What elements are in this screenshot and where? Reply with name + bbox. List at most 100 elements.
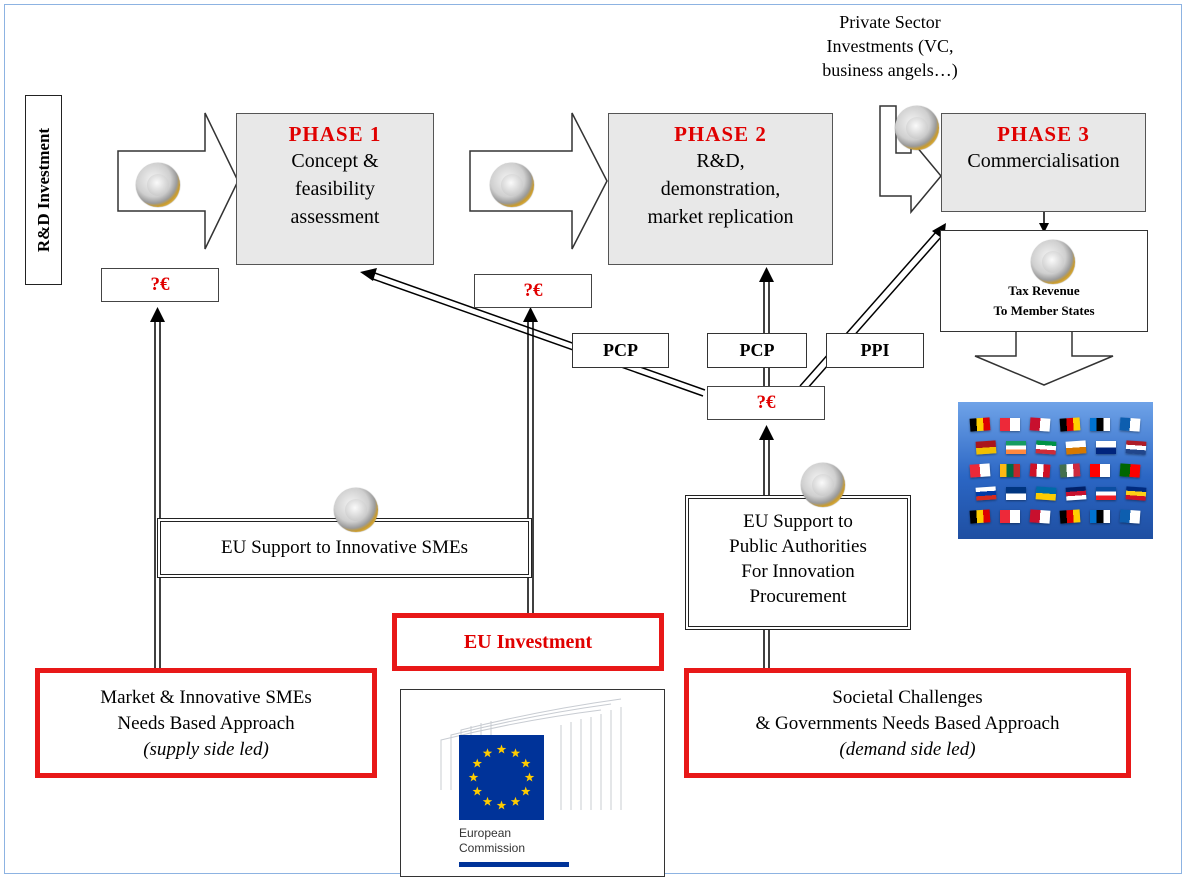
supply-side-box: Market & Innovative SMEs Needs Based App… [35,668,377,778]
phase1-line: Concept & [291,150,379,172]
flag-icon [1000,510,1020,523]
euro-coin-icon [334,488,378,532]
flag-icon [1000,464,1020,477]
eu-support-public-line: EU Support to [743,511,853,532]
phase2-title: PHASE 2 [674,122,767,146]
ec-logo-text: European Commission [459,826,525,856]
private-sector-line-1: Private Sector [839,12,941,32]
flag-icon [1059,509,1081,524]
rnd-investment-label: R&D Investment [25,95,62,285]
private-sector-line-2: Investments (VC, [826,36,954,56]
vertical-line-left [154,315,161,670]
funding-gap-text: ?€ [150,274,170,295]
pcp-label: PCP [603,340,638,360]
eu-star-icon [510,796,521,806]
eu-star-icon [510,748,521,758]
flag-icon [1029,509,1051,524]
supply-side-line: Market & Innovative SMEs [100,687,312,708]
euro-coin-icon [1031,240,1075,284]
flag-icon [1035,440,1057,455]
flag-icon [1090,418,1110,431]
flag-icon [1119,417,1141,432]
flag-icon [1096,441,1116,454]
ppi-tag: PPI [826,333,924,368]
phase1-line: feasibility [295,178,375,200]
ec-logo-line: Commission [459,841,526,855]
euro-coin-icon [490,163,534,207]
flag-icon [1065,440,1087,455]
eu-star-icon [521,758,531,768]
eu-star-icon [472,786,482,796]
eu-support-public-line: Public Authorities [729,536,867,557]
flag-icon [1006,487,1026,500]
flag-icon [1090,510,1110,523]
flag-icon [1006,441,1026,454]
eu-star-icon [482,748,493,758]
phase2-box: PHASE 2 R&D, demonstration, market repli… [608,113,833,265]
pcp-tag-2: PCP [707,333,807,368]
flag-icon [975,486,997,501]
phase1-line: assessment [290,206,380,228]
tax-revenue-line: To Member States [993,303,1095,318]
vertical-line-phase2 [763,275,770,386]
eu-support-public-line: Procurement [749,586,847,607]
eu-investment-box: EU Investment [392,613,664,671]
flag-icon [1059,463,1081,478]
diagonal-line-pcp [369,271,706,397]
eu-support-public-line: For Innovation [741,561,855,582]
flag-icon [1090,464,1110,477]
flag-icon [969,463,991,478]
eu-star-icon [496,800,507,810]
flag-icon [975,440,997,455]
phase1-title: PHASE 1 [288,122,382,146]
hollow-arrow-down [974,331,1114,386]
supply-side-note: (supply side led) [143,739,269,760]
eu-investment-text: EU Investment [463,631,593,653]
phase3-box: PHASE 3 Commercialisation [941,113,1146,212]
european-commission-logo: European Commission [400,689,665,877]
flag-icon [1125,440,1147,455]
flag-icon [1029,417,1051,432]
private-sector-label: Private Sector Investments (VC, business… [780,10,1000,82]
pcp-tag-1: PCP [572,333,669,368]
euro-coin-icon [136,163,180,207]
funding-gap-text: ?€ [523,280,543,301]
eu-flags-image [958,402,1153,539]
ec-logo-line: European [459,826,512,840]
demand-side-box: Societal Challenges & Governments Needs … [684,668,1131,778]
demand-side-note: (demand side led) [839,739,976,760]
flag-icon [1029,463,1051,478]
demand-side-line: Societal Challenges [832,687,983,708]
hollow-arrow-phase2 [469,112,608,250]
flag-icon [1059,417,1081,432]
eu-star-icon [468,772,479,782]
flag-icon [1096,487,1116,500]
eu-support-smes-text: EU Support to Innovative SMEs [221,537,468,558]
ec-building-graphic [440,698,622,867]
flag-icon [969,509,991,524]
phase1-box: PHASE 1 Concept & feasibility assessment [236,113,434,265]
flag-icon [1065,486,1087,501]
phase3-line: Commercialisation [967,150,1120,172]
funding-gap-box-1: ?€ [101,268,219,302]
axis-label-text: R&D Investment [33,127,53,253]
flag-icon [1000,418,1020,431]
demand-side-line: & Governments Needs Based Approach [755,713,1060,734]
funding-gap-text: ?€ [756,392,776,413]
eu-star-icon [524,772,535,782]
eu-star-icon [472,758,482,768]
eu-star-icon [521,786,531,796]
tax-revenue-line: Tax Revenue [1008,283,1080,298]
phase2-line: R&D, [696,150,745,172]
flag-icon [1035,486,1057,501]
flag-icon [1119,463,1141,478]
flag-icon [969,417,991,432]
phase3-title: PHASE 3 [997,122,1090,146]
private-sector-line-3: business angels…) [822,60,958,80]
eu-support-public-box: EU Support to Public Authorities For Inn… [685,495,911,630]
ppi-label: PPI [860,340,890,360]
flag-icon [1119,509,1141,524]
phase2-line: market replication [647,206,794,228]
eu-star-icon [496,744,507,754]
